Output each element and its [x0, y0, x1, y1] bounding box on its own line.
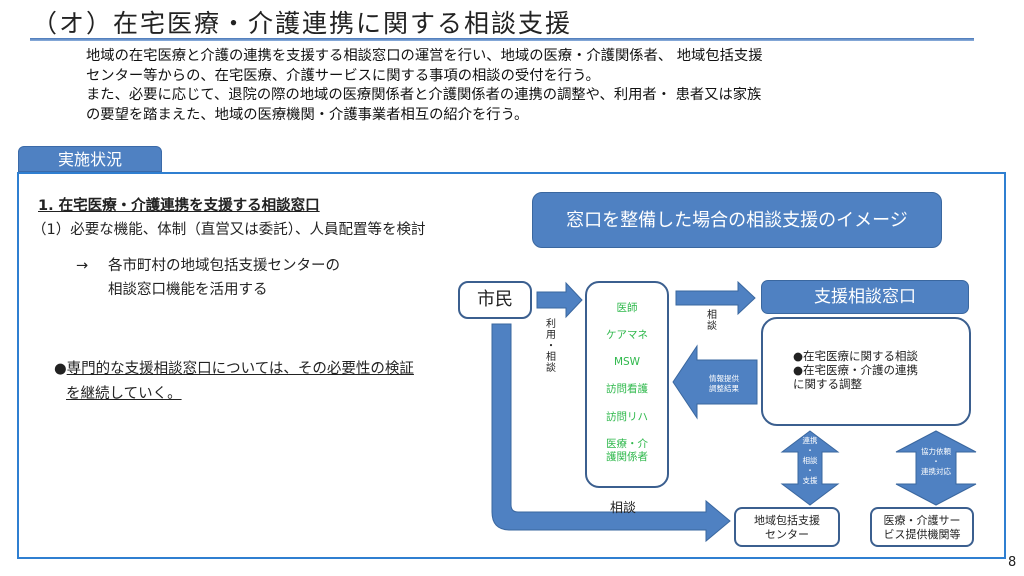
arrow-label-line: 相談: [802, 456, 818, 465]
arrow-pros-to-center: [675, 280, 756, 316]
status-frame: [17, 172, 1006, 559]
intro-line: の要望を踏まえた、地域の医療機関・介護事業者相互の紹介を行う。: [86, 106, 529, 123]
arrow-citizen-to-pros: [536, 281, 583, 319]
arrow-label-line: 情報提供: [709, 374, 739, 383]
professional-item: 訪問看護: [606, 383, 648, 395]
arrow-label-line: ・: [806, 466, 814, 475]
service-provider-box: 医療・介護サー ビス提供機関等: [870, 507, 974, 547]
arrow-label-line: ・: [806, 446, 814, 455]
arrow-label-line: 調整結果: [709, 384, 739, 393]
box-line: センター: [765, 528, 809, 541]
title-underline: [30, 38, 974, 41]
intro-line: センター等からの、在宅医療、介護サービスに関する事項の相談の受付を行う。: [86, 67, 600, 84]
box-line: ビス提供機関等: [883, 528, 961, 541]
label-char: 相: [707, 310, 717, 321]
section-subitem: （1）必要な機能、体制（直営又は委託）、人員配置等を検討: [32, 222, 426, 238]
kyoryoku-arrow-label: 協力依頼 ・ 連携対応: [908, 447, 964, 477]
renkei-arrow-label: 連携 ・ 相談 ・ 支援: [795, 436, 825, 486]
arrow-citizen-to-chiiki: [491, 323, 731, 543]
professionals-box: 医師 ケアマネ MSW 訪問看護 訪問リハ 医療・介 護関係者: [585, 281, 669, 488]
soudan-bottom-label: 相談: [610, 501, 637, 516]
arrow-center-to-pros: [672, 344, 758, 420]
bullet-note-line: を継続していく。: [66, 386, 182, 402]
right-arrow-icon: →: [76, 258, 89, 274]
community-center-box: 地域包括支援 センター: [734, 507, 840, 547]
riyo-soudan-label: 利 用 ・ 相 談: [544, 319, 558, 374]
label-char: 談: [546, 363, 556, 374]
bullet-note: ●専門的な支援相談窓口については、その必要性の検証 を継続していく。: [54, 357, 414, 407]
double-arrow-renkei: [780, 430, 840, 506]
arrow-note: → 各市町村の地域包括支援センターの 相談窓口機能を活用する: [76, 254, 340, 302]
page-number: 8: [1008, 555, 1017, 570]
support-center-box: ●在宅医療に関する相談 ●在宅医療・介護の連携 に関する調整: [761, 317, 971, 426]
professional-item: ケアマネ: [606, 329, 648, 341]
professional-item: 医師: [616, 302, 638, 314]
arrow-label-line: 協力依頼: [921, 447, 951, 456]
arrow-label-line: 連携: [802, 436, 818, 445]
arrow-label-line: ・: [932, 457, 940, 466]
bullet-icon: ●: [54, 361, 67, 377]
soudan-vertical-label: 相 談: [705, 310, 719, 332]
bullet-note-line: 専門的な支援相談窓口については、その必要性の検証: [66, 361, 414, 377]
professional-item: MSW: [613, 356, 641, 368]
page-title: （オ）在宅医療・介護連携に関する相談支援: [32, 9, 573, 38]
center-item: ●在宅医療・介護の連携: [793, 363, 919, 377]
intro-line: また、必要に応じて、退院の際の地域の医療関係者と介護関係者の連携の調整や、利用者…: [86, 87, 762, 103]
professional-item: 護関係者: [606, 451, 648, 463]
arrow-label-line: 支援: [802, 476, 818, 485]
intro-line: 地域の在宅医療と介護の連携を支援する相談窓口の運営を行い、地域の医療・介護関係者…: [86, 48, 763, 64]
citizen-box: 市民: [458, 281, 532, 319]
info-arrow-label: 情報提供 調整結果: [699, 374, 749, 394]
diagram-title: 窓口を整備した場合の相談支援のイメージ: [532, 192, 942, 248]
label-char: ・: [546, 341, 556, 352]
center-item: ●在宅医療に関する相談: [793, 349, 919, 363]
intro-paragraph: 地域の在宅医療と介護の連携を支援する相談窓口の運営を行い、地域の医療・介護関係者…: [86, 47, 763, 125]
status-tab: 実施状況: [18, 146, 162, 172]
box-line: 医療・介護サー: [883, 514, 961, 527]
arrow-note-line: 各市町村の地域包括支援センターの: [108, 258, 340, 274]
label-char: 談: [707, 321, 717, 332]
arrow-note-line: 相談窓口機能を活用する: [108, 282, 268, 298]
box-line: 地域包括支援: [754, 514, 820, 527]
arrow-label-line: 連携対応: [921, 467, 951, 476]
support-center-label: 支援相談窓口: [761, 280, 969, 314]
center-item: に関する調整: [793, 377, 862, 391]
label-char: 相: [546, 352, 556, 363]
section-heading: 1. 在宅医療・介護連携を支援する相談窓口: [38, 198, 320, 214]
label-char: 用: [546, 330, 556, 341]
professional-item: 医療・介: [606, 438, 648, 450]
double-arrow-kyoryoku: [895, 430, 977, 506]
professional-item: 訪問リハ: [606, 411, 648, 423]
label-char: 利: [546, 319, 556, 330]
